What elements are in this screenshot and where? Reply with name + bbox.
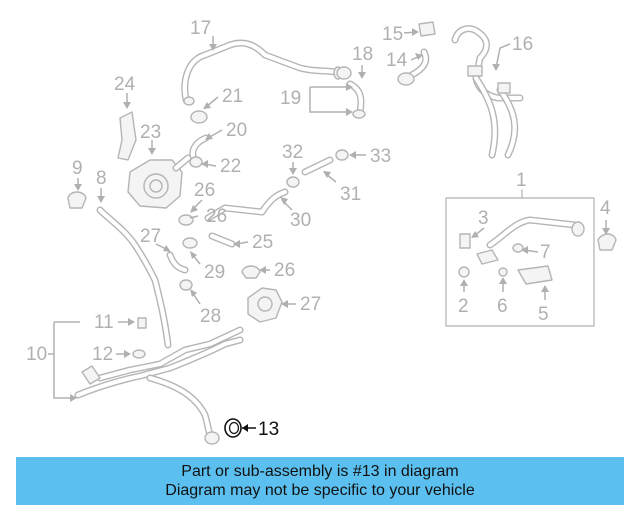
- callout-22b: 26: [206, 206, 227, 227]
- pipe-31[interactable]: [178, 188, 289, 226]
- callout-17: 17: [190, 18, 211, 39]
- callout-10: 10: [26, 344, 47, 365]
- clamps-20-22[interactable]: [189, 110, 210, 168]
- callout-23: 23: [140, 122, 161, 143]
- callout-16: 16: [512, 34, 533, 55]
- callout-2: 2: [458, 296, 469, 317]
- callout-18: 18: [352, 44, 373, 65]
- housing-27[interactable]: [247, 287, 283, 323]
- hose-17[interactable]: [181, 39, 343, 106]
- bolt-11[interactable]: [137, 317, 147, 329]
- hose-18-19[interactable]: [336, 66, 366, 119]
- callout-6: 6: [497, 296, 508, 317]
- callout-15: 15: [382, 24, 403, 45]
- hose-sub-assembly[interactable]: [458, 216, 585, 285]
- callout-31: 30: [290, 210, 311, 231]
- callout-32: 31: [340, 184, 361, 205]
- callout-24: 24: [114, 74, 136, 95]
- washer-12[interactable]: [132, 349, 146, 359]
- callout-4: 4: [600, 198, 611, 219]
- parts-28-30[interactable]: [166, 251, 193, 291]
- callout-13: 13: [258, 419, 279, 440]
- callout-3: 3: [478, 208, 489, 229]
- callout-labels: 17 15 18 14 16 24 21 19 20 23 32 33 22 9…: [26, 18, 611, 440]
- callout-29: 28: [200, 306, 221, 327]
- parts-diagram: 17 15 18 14 16 24 21 19 20 23 32 33 22 9…: [26, 18, 617, 445]
- callout-20: 20: [226, 120, 247, 141]
- hose-16[interactable]: [451, 25, 524, 159]
- clamp-4[interactable]: [597, 233, 617, 251]
- callout-1: 1: [516, 170, 527, 191]
- callout-25: 25: [252, 232, 273, 253]
- parts-32-34[interactable]: [286, 149, 349, 188]
- callout-5: 5: [538, 304, 549, 325]
- banner-line-1: Part or sub-assembly is #13 in diagram: [181, 463, 459, 480]
- part-13-seal[interactable]: [224, 418, 256, 438]
- banner-line-2: Diagram may not be specific to your vehi…: [165, 482, 475, 499]
- pipe-assembly-10[interactable]: [74, 326, 244, 445]
- callout-28: 27: [140, 226, 161, 247]
- callout-27: 27: [300, 294, 321, 315]
- callout-22: 22: [220, 156, 241, 177]
- callout-14: 14: [386, 50, 408, 71]
- callout-21: 21: [222, 86, 243, 107]
- callout-26a: 26: [194, 180, 215, 201]
- callout-8: 8: [96, 168, 107, 189]
- callout-26b: 26: [274, 260, 295, 281]
- clamp-9[interactable]: [67, 191, 87, 209]
- callout-9: 9: [72, 158, 83, 179]
- info-banner: Part or sub-assembly is #13 in diagram D…: [16, 457, 624, 505]
- hose-25[interactable]: [182, 232, 236, 249]
- parts-14-15[interactable]: [397, 21, 436, 86]
- callout-30: 29: [204, 262, 225, 283]
- clamp-26b[interactable]: [241, 265, 261, 279]
- sub-assembly-box-1: [445, 189, 595, 327]
- leader-lines: [48, 28, 610, 402]
- bracket-24[interactable]: [117, 111, 137, 161]
- callout-33: 32: [282, 142, 303, 163]
- pump-23[interactable]: [127, 154, 192, 209]
- callout-11: 11: [94, 312, 114, 333]
- callout-12: 12: [92, 344, 113, 365]
- callout-34: 33: [370, 146, 391, 167]
- callout-19: 19: [280, 88, 301, 109]
- hose-8[interactable]: [96, 206, 172, 349]
- callout-7: 7: [540, 242, 551, 263]
